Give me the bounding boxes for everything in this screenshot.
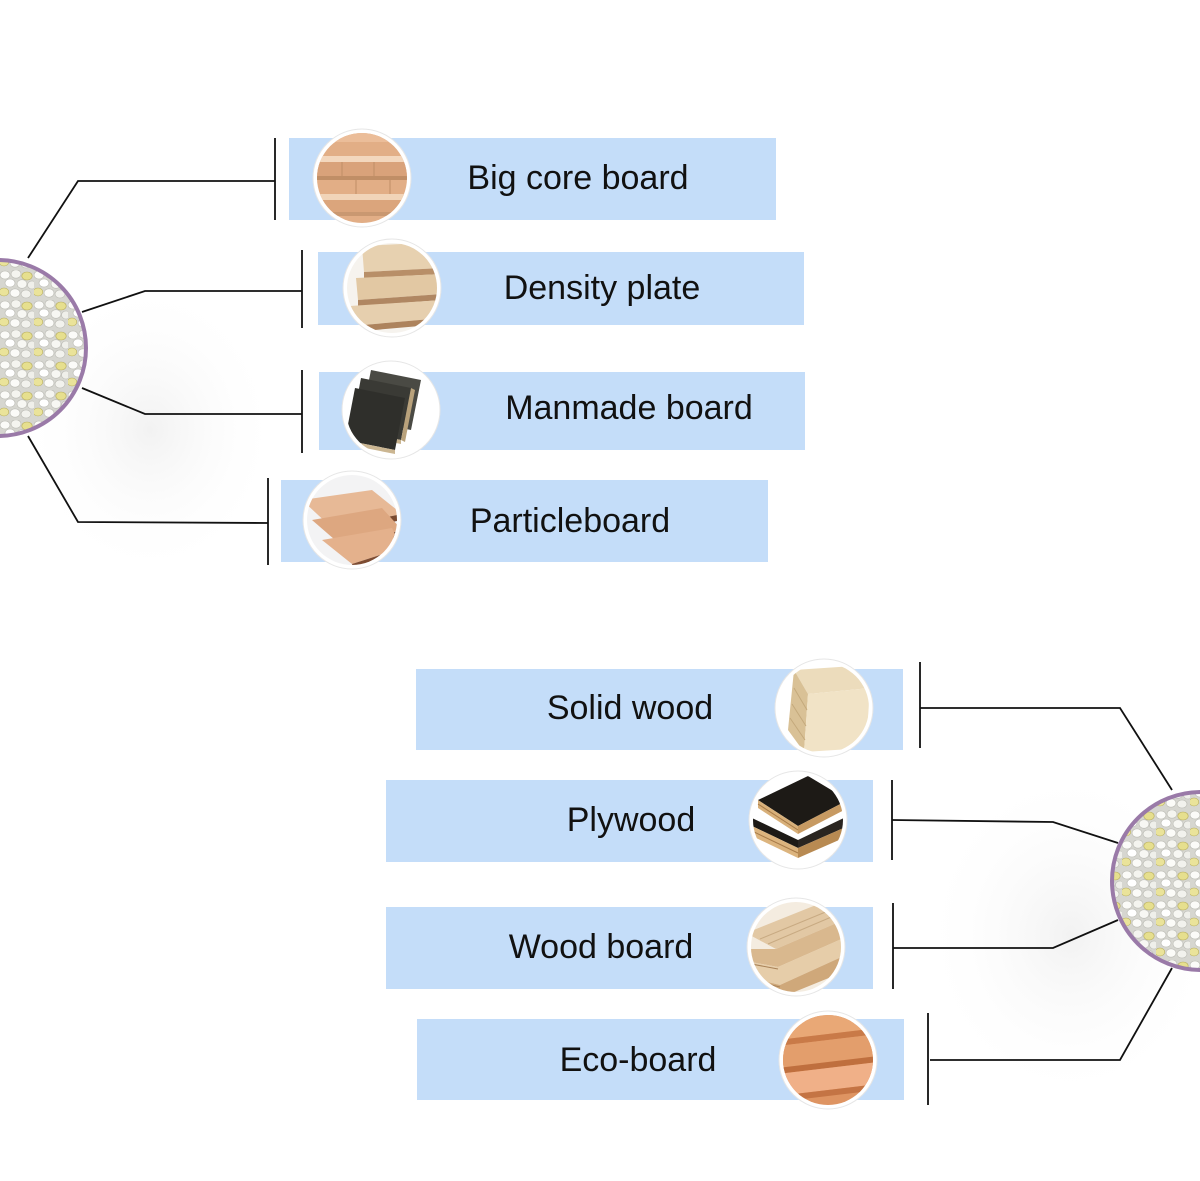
connector-wood-board — [893, 919, 1119, 949]
label-density-plate: Density plate — [503, 269, 701, 307]
plywood-thumbnail — [748, 770, 848, 870]
connector-particleboard — [27, 435, 269, 524]
connector-eco-board — [930, 967, 1173, 1061]
connector-plywood — [891, 819, 1119, 844]
label-solid-wood: Solid wood — [546, 689, 714, 727]
label-plywood: Plywood — [566, 801, 696, 839]
density-plate-thumbnail — [342, 238, 442, 338]
wood-board-thumbnail — [746, 897, 846, 997]
label-wood-board: Wood board — [508, 928, 694, 966]
connector-density-plate — [81, 290, 302, 313]
right-granule-circle — [1110, 790, 1200, 972]
label-particleboard: Particleboard — [469, 502, 671, 540]
big-core-board-thumbnail — [312, 128, 412, 228]
label-eco-board: Eco-board — [559, 1041, 717, 1079]
connector-manmade-board — [81, 387, 302, 415]
particleboard-thumbnail — [302, 470, 402, 570]
connector-solid-wood — [920, 707, 1173, 791]
label-big-core-board: Big core board — [467, 159, 689, 197]
manmade-board-thumbnail — [341, 360, 441, 460]
eco-board-thumbnail — [778, 1010, 878, 1110]
left-granule-circle — [0, 258, 88, 438]
solid-wood-thumbnail — [774, 658, 874, 758]
label-manmade-board: Manmade board — [505, 389, 753, 427]
connector-big-core-board — [27, 180, 275, 259]
